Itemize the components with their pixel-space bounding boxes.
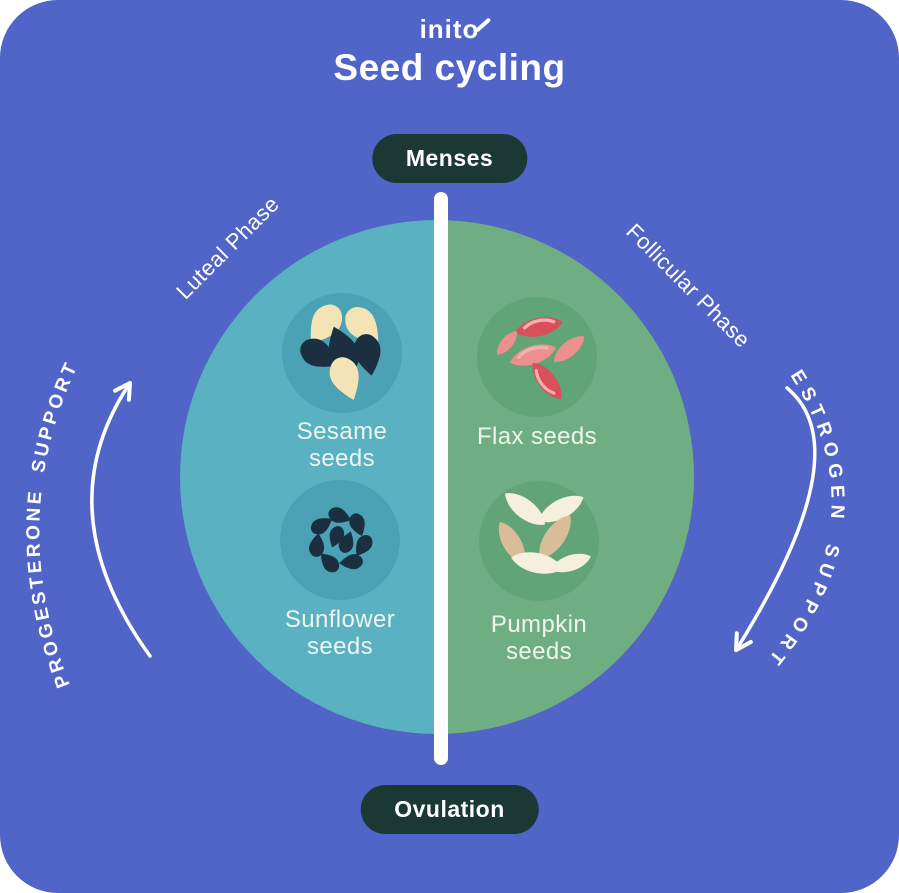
pumpkin-label: Pumpkin seeds	[490, 611, 588, 665]
inito-logo-text: inito	[419, 14, 480, 44]
flax-label: Flax seeds	[476, 423, 598, 450]
cycle-divider-line	[434, 192, 448, 765]
progesterone-arrow-up-icon	[90, 380, 152, 658]
sunflower-label: Sunflower seeds	[284, 606, 396, 660]
sesame-label: Sesame seeds	[296, 418, 388, 472]
inito-logo: inito	[419, 14, 492, 45]
progesterone-support-label: PROGESTERONE SUPPORT	[23, 358, 80, 690]
menses-badge: Menses	[371, 134, 528, 183]
estrogen-arrow-down-icon	[734, 386, 817, 653]
flax-seeds-circle	[477, 297, 597, 417]
sesame-seeds-circle	[282, 293, 402, 413]
page-title: Seed cycling	[333, 47, 566, 88]
flax-seeds-icon	[492, 313, 589, 405]
pumpkin-seeds-circle	[479, 481, 599, 601]
pumpkin-seeds-icon	[492, 485, 594, 579]
ovulation-badge: Ovulation	[360, 785, 539, 834]
sunflower-seeds-circle	[280, 480, 400, 600]
header: inito Seed cycling	[0, 14, 899, 89]
sesame-seeds-icon	[295, 298, 390, 405]
sunflower-seeds-icon	[307, 504, 376, 576]
